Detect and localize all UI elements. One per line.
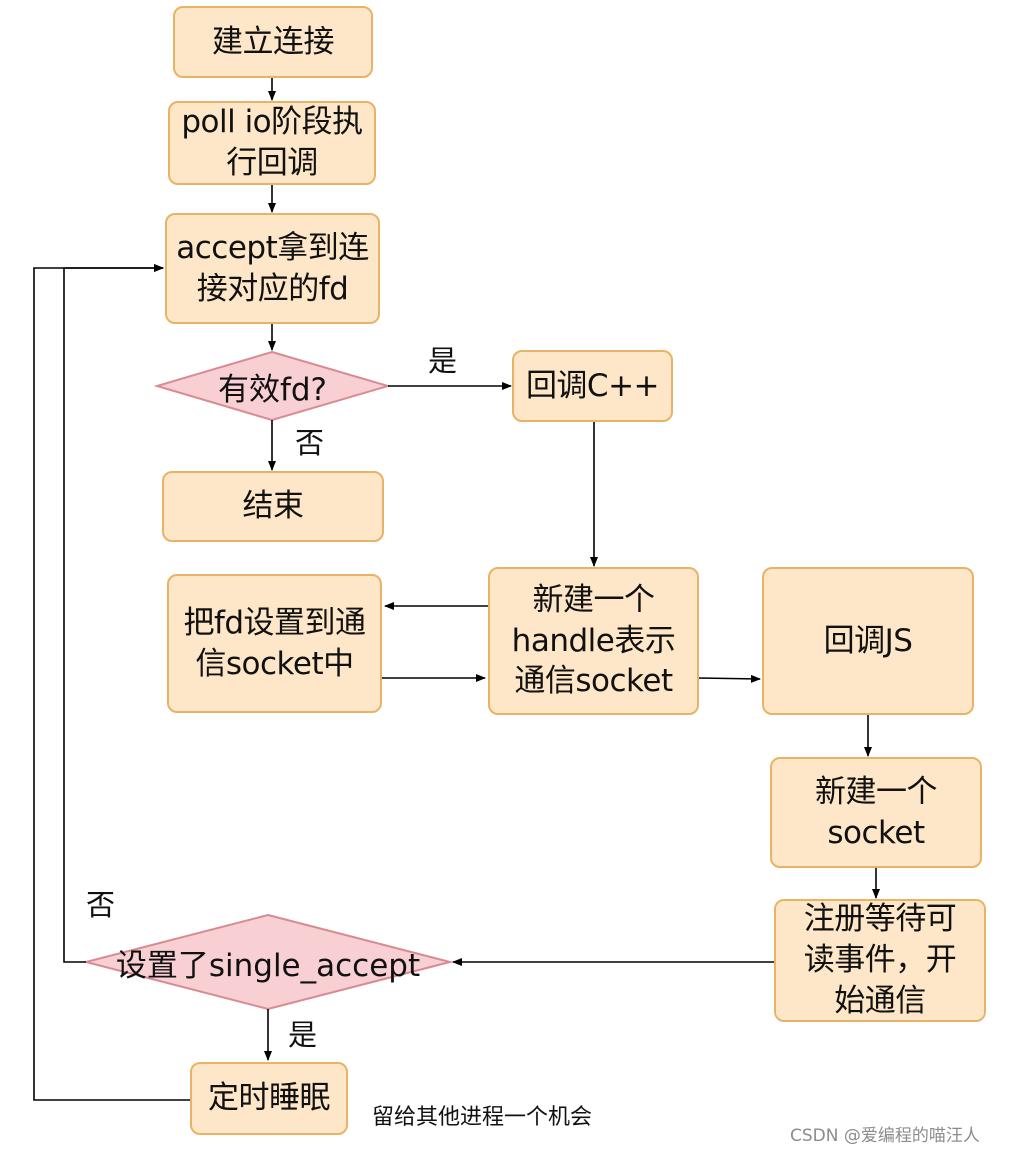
node-callback-cpp: 回调C++: [512, 350, 673, 422]
decision-single-accept-text: 设置了single_accept: [115, 947, 421, 984]
label-yes-single: 是: [288, 1018, 318, 1052]
node-accept: accept拿到连 接对应的fd: [165, 213, 380, 324]
node-callback-js: 回调JS: [762, 567, 974, 715]
sleep-note: 留给其他进程一个机会: [372, 1105, 593, 1130]
label-no-valid: 否: [295, 426, 325, 460]
label-no-single: 否: [86, 888, 116, 922]
node-register: 注册等待可 读事件，开 始通信: [774, 899, 986, 1022]
node-new-socket: 新建一个 socket: [770, 757, 982, 868]
node-set-fd: 把fd设置到通 信socket中: [167, 574, 382, 713]
csdn-watermark: CSDN @爱编程的喵汪人: [790, 1126, 980, 1146]
node-poll-io: poll io阶段执 行回调: [168, 101, 376, 185]
decision-valid-fd-text: 有效fd?: [217, 371, 328, 408]
edge-sleep-loop: [33, 264, 191, 1101]
node-new-handle: 新建一个 handle表示 通信socket: [488, 567, 699, 715]
label-yes-valid: 是: [428, 344, 458, 378]
edge-handle-to-js: [698, 674, 761, 683]
edge-single-no-loop: [63, 264, 164, 963]
node-end: 结束: [162, 471, 384, 542]
node-sleep: 定时睡眠: [190, 1062, 348, 1135]
node-connect: 建立连接: [173, 6, 373, 78]
